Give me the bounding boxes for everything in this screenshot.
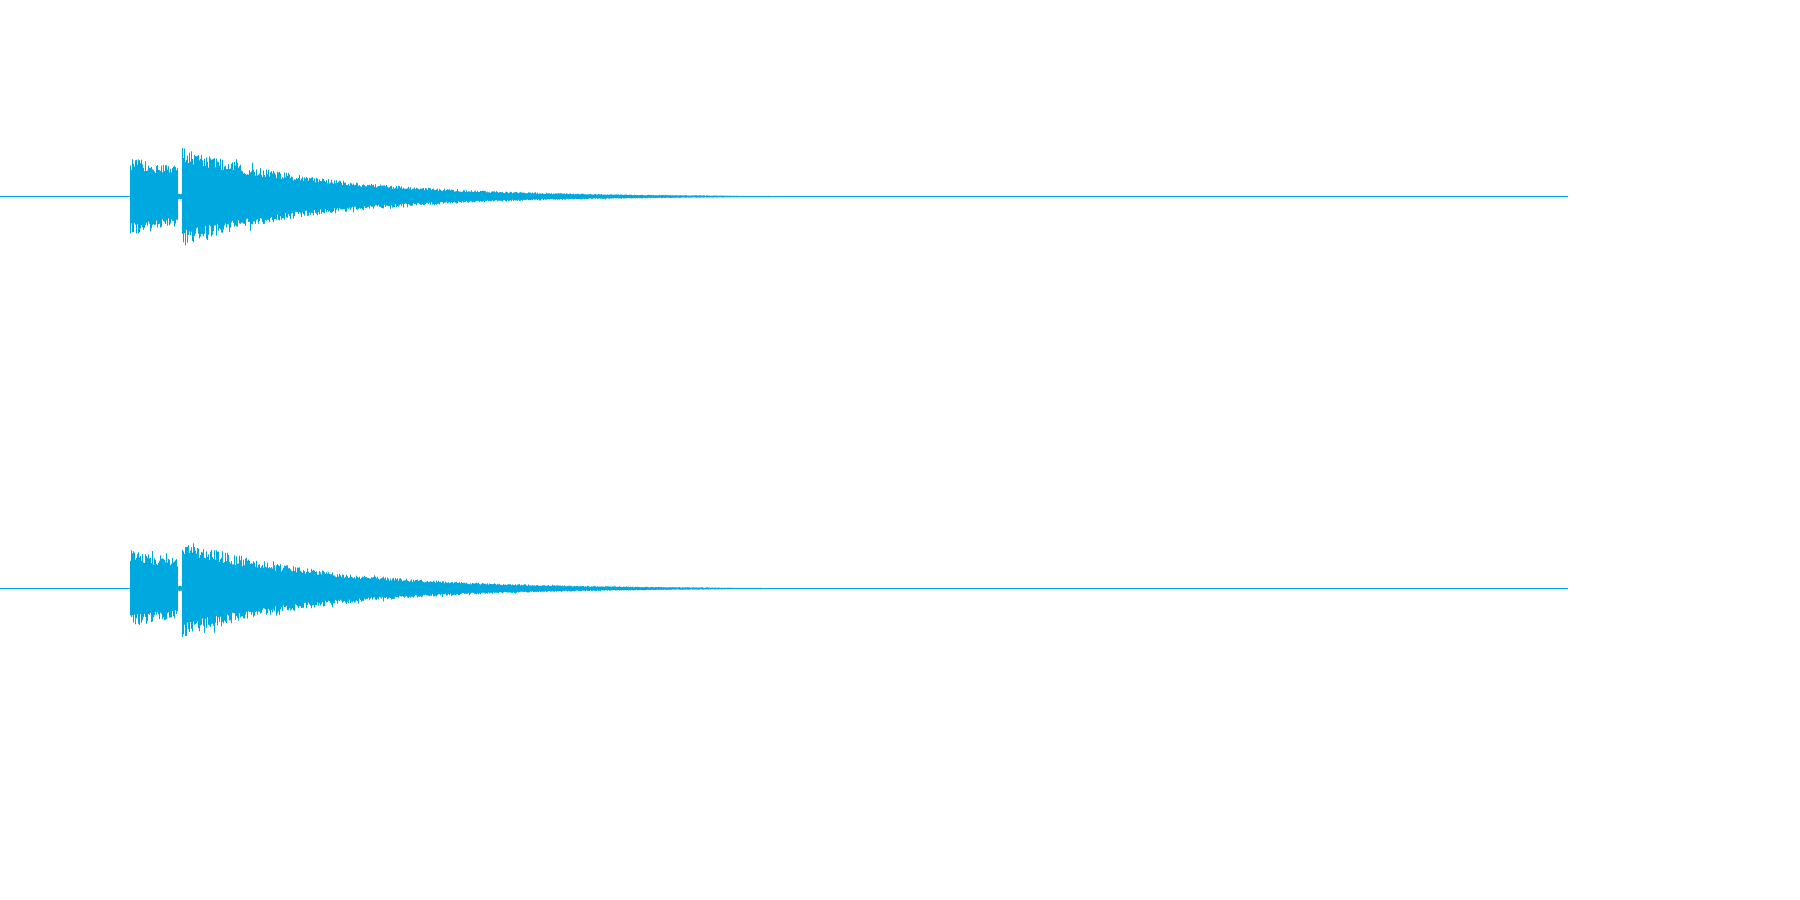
channel-2-track[interactable] [0, 543, 1568, 637]
channel-2-waveform [130, 543, 762, 637]
channel-1-waveform [130, 147, 770, 246]
channel-1-track[interactable] [0, 147, 1568, 246]
waveform-view[interactable] [0, 0, 1568, 784]
